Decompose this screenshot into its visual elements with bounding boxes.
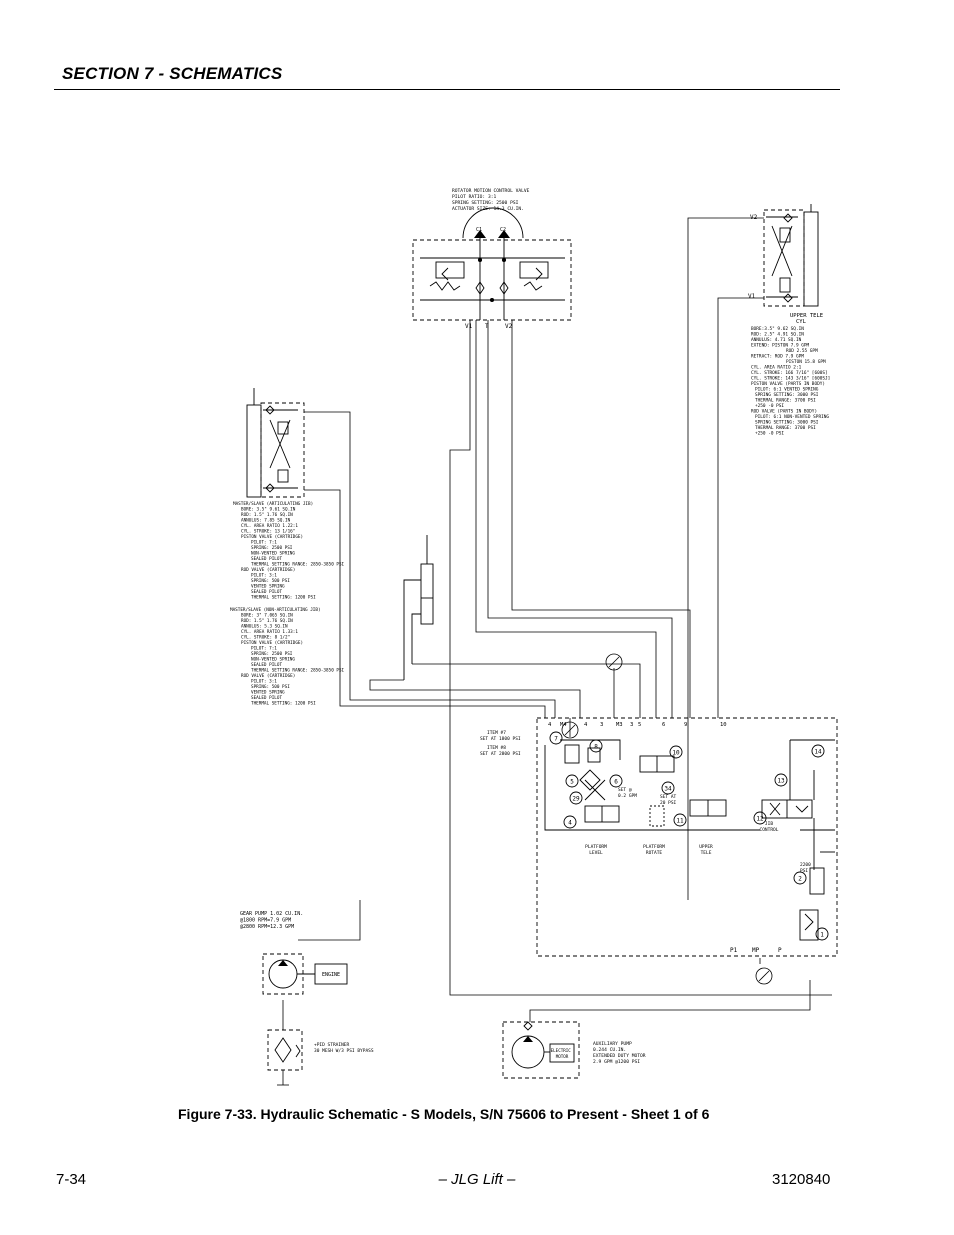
upper-tele-title: UPPER TELE CYL	[790, 313, 826, 325]
svg-text:4: 4	[568, 820, 572, 827]
footer-publisher: – JLG Lift –	[438, 1171, 516, 1188]
svg-text:11: 11	[676, 818, 684, 825]
section-title: SECTION 7 - SCHEMATICS	[62, 64, 283, 83]
strainer: +PID STRAINER 30 MESH W/3 PSI BYPASS	[267, 1029, 374, 1071]
engine-label: ENGINE	[322, 972, 340, 978]
auxiliary-pump-notes: AUXILIARY PUMP 0.244 CU.IN. EXTENDED DUT…	[593, 1041, 648, 1065]
svg-text:LEVEL: LEVEL	[589, 850, 603, 856]
set-at-note: SET AT 20 PSI	[660, 794, 679, 806]
item7-note: ITEM #7 SET AT 1800 PSI	[480, 730, 521, 742]
svg-text:V1: V1	[748, 293, 756, 300]
gear-pump: GEAR PUMP 1.02 CU.IN. @1800 RPM=7.9 GPM …	[240, 911, 348, 995]
header-rule	[54, 89, 840, 90]
master-slave-non-articulating-notes: MASTER/SLAVE (NON-ARTICULATING JIB) BORE…	[230, 607, 347, 707]
master-slave-non-articulating-cylinder: MASTER/SLAVE (NON-ARTICULATING JIB) BORE…	[230, 535, 434, 707]
svg-text:JIB: JIB	[765, 821, 773, 827]
svg-text:5: 5	[570, 779, 574, 786]
svg-text:ROTATE: ROTATE	[646, 850, 663, 856]
page-number: 7-34	[56, 1171, 87, 1188]
svg-text:PLATFORM: PLATFORM	[643, 844, 665, 850]
svg-text:TELE: TELE	[701, 850, 712, 856]
strainer-notes: +PID STRAINER 30 MESH W/3 PSI BYPASS	[314, 1042, 374, 1054]
rotator-notes: ROTATOR MOTION CONTROL VALVE PILOT RATIO…	[452, 188, 532, 212]
svg-text:V2: V2	[505, 323, 513, 330]
gear-pump-notes: GEAR PUMP 1.02 CU.IN. @1800 RPM=7.9 GPM …	[240, 911, 306, 930]
svg-text:C1: C1	[476, 227, 482, 233]
svg-text:C2: C2	[500, 227, 506, 233]
item8-note: ITEM #8 SET AT 2800 PSI	[480, 745, 521, 757]
svg-text:12: 12	[756, 816, 764, 823]
set-note: SET @ 0.2 GPM	[618, 787, 637, 799]
master-slave-articulating-notes: MASTER/SLAVE (ARTICULATING JIB) BORE: 3.…	[233, 501, 347, 601]
svg-text:UPPER: UPPER	[699, 844, 713, 850]
svg-text:7: 7	[554, 736, 558, 743]
svg-text:6: 6	[614, 779, 618, 786]
upper-tele-notes: BORE:3.5" 9.62 SQ.IN ROD: 2.5" 4.91 SQ.I…	[751, 326, 833, 437]
svg-text:CONTROL: CONTROL	[760, 827, 779, 833]
svg-text:1: 1	[820, 932, 824, 939]
rotator-block: ROTATOR MOTION CONTROL VALVE PILOT RATIO…	[412, 188, 572, 330]
manifold-port-labels: 4 M4 4 3 M3 3 5 6 9 10	[548, 722, 727, 728]
svg-text:8: 8	[594, 744, 598, 751]
svg-text:10: 10	[672, 750, 680, 757]
valve-section-labels: PLATFORM LEVEL PLATFORM ROTATE UPPER TEL…	[585, 821, 779, 856]
svg-text:PLATFORM: PLATFORM	[585, 844, 607, 850]
upper-tele-cylinder: V2 V1 UPPER TELE CYL BORE:3.5" 9.62 SQ.I…	[748, 204, 833, 437]
hydraulic-lines	[277, 217, 832, 1086]
master-slave-articulating-cylinder: MASTER/SLAVE (ARTICULATING JIB) BORE: 3.…	[233, 388, 347, 601]
svg-text:14: 14	[814, 749, 822, 756]
svg-text:T: T	[485, 323, 489, 330]
manifold-bottom-ports: P1 MP P	[730, 947, 782, 954]
svg-text:29: 29	[572, 796, 580, 803]
svg-text:13: 13	[777, 778, 785, 785]
svg-text:V1: V1	[465, 323, 473, 330]
document-number: 3120840	[772, 1171, 831, 1188]
svg-text:V2: V2	[750, 214, 758, 221]
control-manifold: 4 M4 4 3 M3 3 5 6 9 10 ITEM #7 SET AT 18…	[480, 717, 838, 957]
electric-motor-label: ELECTRIC MOTOR	[551, 1048, 574, 1059]
figure-caption: Figure 7-33. Hydraulic Schematic - S Mod…	[178, 1106, 710, 1122]
relief-note: 2200 PSI	[800, 862, 814, 874]
svg-text:2: 2	[798, 876, 802, 883]
auxiliary-pump: ELECTRIC MOTOR AUXILIARY PUMP 0.244 CU.I…	[502, 1021, 648, 1079]
item-callouts: 7 8 5 6 29 4 10 34 11 12 13 14 2 1	[549, 731, 829, 941]
svg-text:34: 34	[664, 786, 672, 793]
